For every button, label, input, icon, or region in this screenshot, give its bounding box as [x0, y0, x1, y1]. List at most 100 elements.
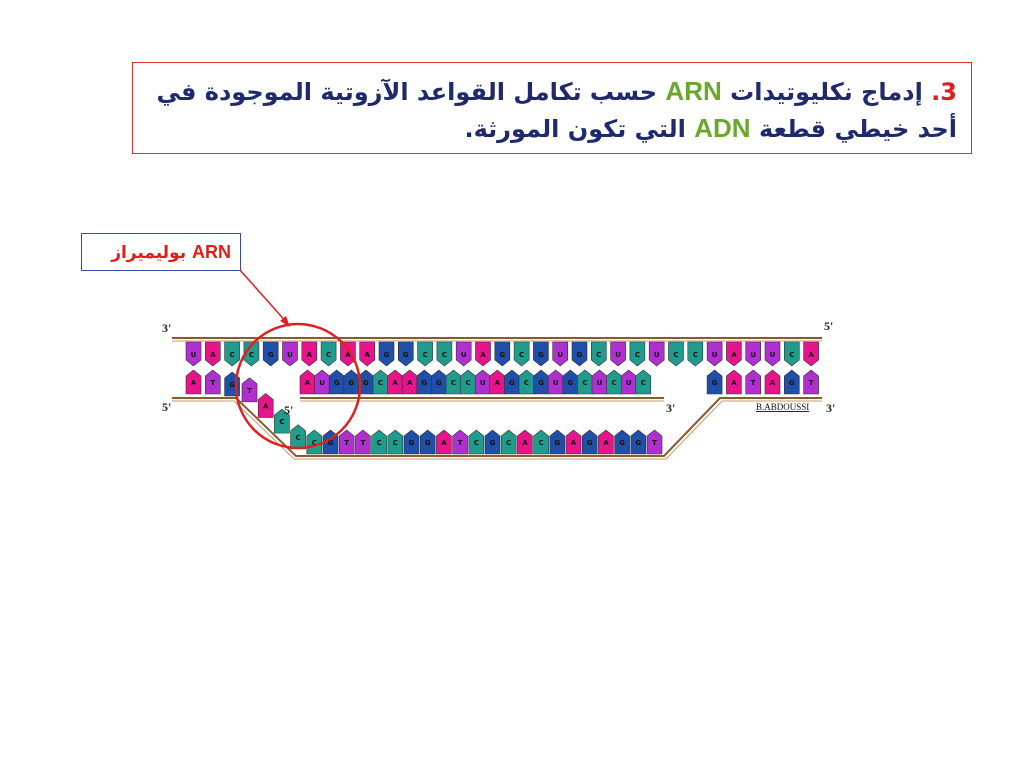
author-signature: B.ABDOUSSI [756, 402, 809, 412]
template-strand-base-16 [500, 429, 517, 455]
top-strand-base-27 [706, 341, 723, 367]
top-strand-base-21 [590, 341, 607, 367]
top-strand-base-9 [359, 341, 376, 367]
template-paired-base-27 [706, 369, 723, 395]
template-paired-base-letter-29: T [751, 379, 756, 387]
rna-strand-base-letter-4: G [363, 379, 369, 387]
end-label-rna-3prime: 3' [666, 401, 675, 415]
template-paired-base-31 [783, 369, 800, 395]
template-strand-base-9 [387, 429, 404, 455]
top-strand-base-15 [475, 341, 491, 367]
top-strand-base-14 [455, 341, 472, 367]
top-strand-base-letter-32: A [808, 351, 814, 359]
template-strand-base-10 [403, 429, 420, 455]
template-strand-base-13 [452, 429, 468, 455]
template-strand-base-letter-1: A [263, 402, 269, 410]
top-strand-base-1 [205, 341, 221, 367]
template-strand-base-18 [533, 429, 549, 455]
rna-strand-base-letter-8: G [421, 379, 427, 387]
rna-strand-base-16 [533, 369, 549, 395]
top-strand-base-letter-7: C [326, 351, 331, 359]
rna-strand-base-15 [518, 369, 535, 395]
rna-strand-base-letter-16: G [538, 379, 544, 387]
heading-term-adn: ADN [694, 113, 751, 143]
top-strand-base-letter-14: U [461, 351, 467, 359]
template-paired-base-letter-31: G [789, 379, 795, 387]
top-strand-base-letter-18: G [538, 351, 544, 359]
top-strand-base-letter-15: A [480, 351, 486, 359]
top-strand-base-letter-12: C [423, 351, 428, 359]
template-paired-base-letter-1: T [210, 379, 215, 387]
rna-strand-base-letter-18: G [567, 379, 573, 387]
rna-strand-base-letter-13: A [495, 379, 501, 387]
template-strand-base-14 [468, 429, 485, 455]
template-strand-base-letter-25: T [652, 439, 657, 447]
template-paired-base-letter-32: T [809, 379, 814, 387]
heading-part-1: إدماج نكليوتيدات [721, 78, 932, 106]
top-strand-base-letter-8: A [345, 351, 351, 359]
template-paired-base-0 [185, 369, 202, 395]
template-strand-base-letter-19: G [554, 439, 560, 447]
top-strand-base-30 [764, 341, 781, 367]
top-strand-base-letter-22: U [615, 351, 621, 359]
rna-strand-base-letter-5: C [378, 379, 383, 387]
template-strand-base-letter-8: C [377, 439, 382, 447]
rna-strand-base-letter-9: G [436, 379, 442, 387]
template-paired-base-letter-2: G [229, 381, 235, 389]
top-strand-base-letter-2: C [230, 351, 235, 359]
top-strand-base-letter-13: C [442, 351, 447, 359]
template-strand-base-letter-9: C [393, 439, 398, 447]
top-strand-base-25 [668, 341, 684, 367]
template-strand-base-8 [371, 429, 387, 455]
template-strand-base-letter-16: C [506, 439, 511, 447]
top-strand-base-letter-19: U [557, 351, 563, 359]
template-strand-base-7 [355, 429, 371, 455]
top-strand-base-letter-29: U [750, 351, 756, 359]
template-strand-base-20 [565, 429, 582, 455]
template-strand-base-letter-5: G [328, 439, 334, 447]
rna-strand-base-letter-0: A [305, 379, 311, 387]
rna-strand-base-1 [314, 369, 330, 395]
template-strand-base-letter-4: C [312, 439, 317, 447]
top-strand-base-17 [513, 341, 530, 367]
end-label-rna-5prime: 5' [284, 403, 293, 417]
top-strand-base-letter-0: U [191, 351, 197, 359]
template-strand-base-letter-11: G [425, 439, 431, 447]
template-strand-base-letter-10: G [409, 439, 415, 447]
heading-part-3: التي تكون المورثة. [464, 115, 695, 143]
rna-strand-base-3 [343, 369, 360, 395]
enzyme-label-ar: بوليميراز [111, 243, 192, 263]
enzyme-label: ARN بوليميراز [111, 241, 231, 264]
top-strand-base-19 [552, 341, 569, 367]
template-paired-base-letter-28: A [731, 379, 737, 387]
template-strand-base-19 [549, 429, 566, 455]
rna-strand-base-13 [489, 369, 506, 395]
top-strand-base-28 [726, 341, 742, 367]
rna-strand-base-6 [387, 369, 403, 395]
enzyme-label-box: ARN بوليميراز [81, 233, 241, 271]
top-strand-base-letter-5: U [287, 351, 293, 359]
template-strand-base-letter-17: A [522, 439, 528, 447]
rna-strand-base-letter-19: C [582, 379, 587, 387]
top-strand-base-12 [417, 341, 433, 367]
template-paired-base-letter-27: G [712, 379, 718, 387]
template-strand-base-letter-22: A [603, 439, 609, 447]
template-strand-base-letter-14: C [474, 439, 479, 447]
top-strand-base-letter-30: U [770, 351, 776, 359]
template-strand-base-letter-18: C [539, 439, 544, 447]
template-strand-base-21 [581, 429, 598, 455]
dna-backbones [172, 337, 822, 460]
template-paired-base-1 [205, 369, 221, 395]
rna-strand-base-letter-10: C [451, 379, 456, 387]
heading-number: 3. [931, 78, 957, 106]
rna-strand-base-letter-6: A [392, 379, 398, 387]
template-strand-base-2 [274, 408, 290, 434]
end-label-bottom-right: 3' [826, 401, 835, 415]
enzyme-label-en: ARN [192, 242, 231, 262]
top-strand-base-4 [262, 341, 279, 367]
template-strand-base-letter-3: C [296, 434, 301, 442]
top-strand-base-24 [648, 341, 665, 367]
top-strand-base-letter-31: C [789, 351, 794, 359]
rna-strand-base-19 [577, 369, 593, 395]
